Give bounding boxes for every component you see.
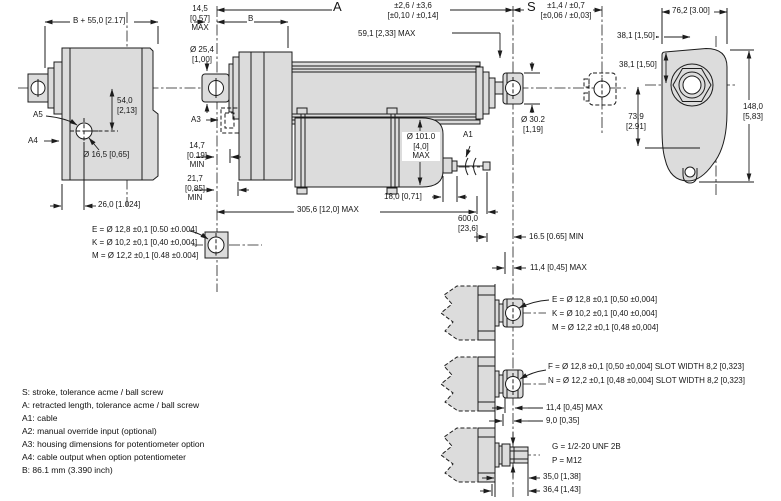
dim-18-0: 18,0 [0,71] [384,192,422,201]
dim-38-1-vertical: 38,1 [1,50] [618,60,658,70]
dim-148-0: 148,0 [5,83] [737,102,769,121]
label-a3: A3 [191,115,201,124]
dim-a-tolerance: ±2,6 / ±3,6 [±0,10 / ±0,14] [376,1,450,20]
dim-11-4-max-top: 11,4 [0,45] MAX [530,263,587,272]
dim-26: 26,0 [1.024] [98,200,141,209]
legend: S: stroke, tolerance acme / ball screw A… [22,386,204,477]
legend-item: A3: housing dimensions for potentiometer… [22,439,205,449]
note-ekm-right: E = Ø 12,8 ±0,1 [0,50 ±0,004] K = Ø 10,2… [552,295,659,332]
dim-letter-a: A [332,0,343,14]
label-a5: A5 [33,110,43,119]
dim-16-5-min: 16.5 [0.65] MIN [529,232,584,241]
label-a1: A1 [463,130,473,139]
dim-305-6-max: 305,6 [12,0] MAX [297,205,359,214]
dim-21-7-min: 21,7 [0,85] MIN [184,174,205,202]
label-a4: A4 [28,136,38,145]
dim-hole-16-5: Ø 16,5 [0,65] [83,150,130,159]
dim-s-tolerance: ±1,4 / ±0,7 [±0,06 / ±0,03] [539,1,593,20]
dim-b-plus-55: B + 55,0 [2.17] [72,16,127,26]
dim-36-4: 36,4 [1,43] [543,485,581,494]
dim-motor-diameter: Ø 101.0 [4,0] MAX [402,132,440,161]
note-ekm-left: E = Ø 12,8 ±0,1 [0.50 ±0.004] K = Ø 10,2… [92,225,199,260]
dim-54: 54,0 [2,13] [117,96,138,115]
dim-59-1-max: 59,1 [2,33] MAX [357,29,417,39]
dim-rod-eye-30-2: Ø 30.2 [1,19] [520,115,545,134]
legend-item: A1: cable [22,413,58,423]
legend-item: A4: cable output when option potentiomet… [22,452,186,462]
dim-11-4-max-bottom: 11,4 [0,45] MAX [546,403,603,412]
dim-76-2: 76,2 [3.00] [671,6,711,16]
dim-600-cable: 600,0 [23,6] [448,214,488,233]
note-gp-thread: G = 1/2-20 UNF 2B P = M12 [552,442,621,465]
legend-item: B: 86.1 mm (3.390 inch) [22,465,113,475]
dim-35-0: 35,0 [1,38] [543,472,581,481]
legend-item: A: retracted length, tolerance acme / ba… [22,400,200,410]
dim-38-1-horizontal: 38,1 [1,50] [616,31,656,41]
legend-item: S: stroke, tolerance acme / ball screw [22,387,164,397]
dim-letter-b: B [247,14,255,24]
dim-9-0: 9,0 [0,35] [546,416,580,425]
dim-73-9: 73,9 [2.91] [625,112,646,131]
dim-letter-s: S [526,0,537,14]
dim-14-5-max: 14,5 [0,57] MAX [189,4,210,32]
legend-item: A2: manual override input (optional) [22,426,157,436]
dim-14-7-min: 14,7 [0.19] MIN [186,141,207,169]
note-fn-slot: F = Ø 12,8 ±0,1 [0,50 ±0,004] SLOT WIDTH… [548,362,745,385]
dim-25-4: Ø 25,4 [1,00] [189,45,214,64]
